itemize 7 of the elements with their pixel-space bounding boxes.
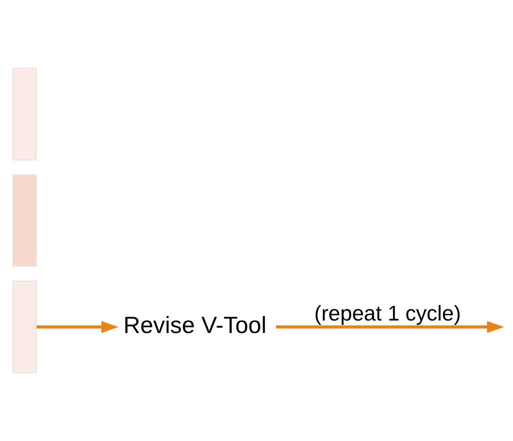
arrow [276,320,504,333]
node-box [12,68,37,160]
edge-label: (repeat 1 cycle) [314,302,461,326]
node-box [12,280,37,374]
arrow [36,320,118,333]
node-box [12,174,37,267]
node-text: Revise V-Tool [123,312,266,338]
